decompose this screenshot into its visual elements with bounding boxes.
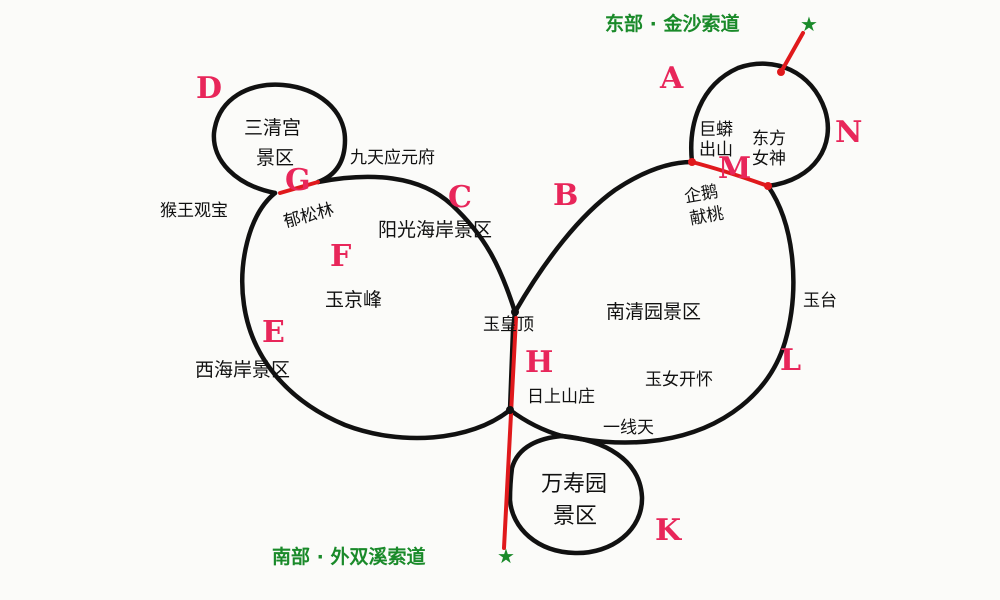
area-nanqing: 南清园景区 [606, 301, 701, 323]
place-qie-line2: 献桃 [688, 204, 725, 230]
section-letter-k: K [655, 513, 682, 548]
place-dongfang-line1: 东方 [752, 129, 786, 149]
cableways [278, 31, 805, 550]
penguin-west-node [688, 158, 696, 166]
yangguang-arc [315, 174, 518, 315]
place-jumang-line2: 出山 [699, 140, 733, 160]
section-letter-d: D [196, 71, 222, 106]
south-entrance-star-icon: ★ [497, 544, 515, 568]
section-letter-c: C [448, 180, 472, 215]
penguin-east-node [764, 182, 772, 190]
riishang-node [506, 406, 514, 414]
place-rishang: 日上山庄 [527, 387, 595, 407]
place-yujing: 玉京峰 [325, 289, 382, 311]
place-yusonglin: 郁松林 [282, 200, 336, 233]
yusonglin-segment [278, 180, 320, 195]
place-yuhuang: 玉皇顶 [483, 315, 534, 335]
place-yutai: 玉台 [803, 291, 837, 311]
area-xihai: 西海岸景区 [195, 359, 290, 381]
trail-nodes [506, 68, 785, 414]
place-qie-line1: 企鹅 [683, 182, 720, 208]
east-entrance-star-icon: ★ [800, 12, 818, 36]
east-loop [689, 61, 831, 189]
east-entrance-label: 东部 · 金沙索道 [605, 12, 739, 35]
section-letter-m: M [718, 151, 751, 186]
place-jumang-line1: 巨蟒 [699, 120, 733, 140]
west-loop [240, 190, 513, 441]
nanqing-west-arc [512, 159, 695, 315]
wanshou-loop [507, 433, 645, 556]
place-yunu: 玉女开怀 [645, 370, 713, 390]
area-sanqing-line1: 三清宫 [244, 117, 301, 139]
area-wanshou-line2: 景区 [553, 504, 597, 529]
east-cableway [779, 31, 805, 74]
section-letter-l: L [780, 343, 801, 378]
section-letter-a: A [659, 61, 684, 96]
section-letter-b: B [553, 178, 578, 213]
south-entrance-label: 南部 · 外双溪索道 [272, 545, 425, 568]
trail-network [211, 61, 831, 556]
riishang-link [507, 407, 565, 439]
area-sanqing-line2: 景区 [256, 147, 294, 169]
section-letter-h: H [525, 345, 553, 380]
east-cable-node [777, 68, 785, 76]
nanqing-east-arc [559, 183, 796, 445]
section-letter-g: G [285, 163, 311, 198]
place-jiutian: 九天应元府 [350, 148, 435, 168]
area-wanshou-line1: 万寿园 [541, 472, 607, 497]
area-yangguang: 阳光海岸景区 [378, 219, 492, 241]
yuhuang-node [511, 308, 519, 316]
south-cableway [502, 316, 518, 550]
place-houwang: 猴王观宝 [160, 201, 228, 221]
section-letter-n: N [835, 115, 862, 150]
place-dongfang-line2: 女神 [752, 149, 786, 169]
place-yixian: 一线天 [603, 418, 654, 438]
section-letter-f: F [330, 239, 351, 274]
section-letter-e: E [262, 315, 285, 350]
sanqing-loop [211, 82, 348, 196]
penguin-segment [690, 160, 770, 188]
